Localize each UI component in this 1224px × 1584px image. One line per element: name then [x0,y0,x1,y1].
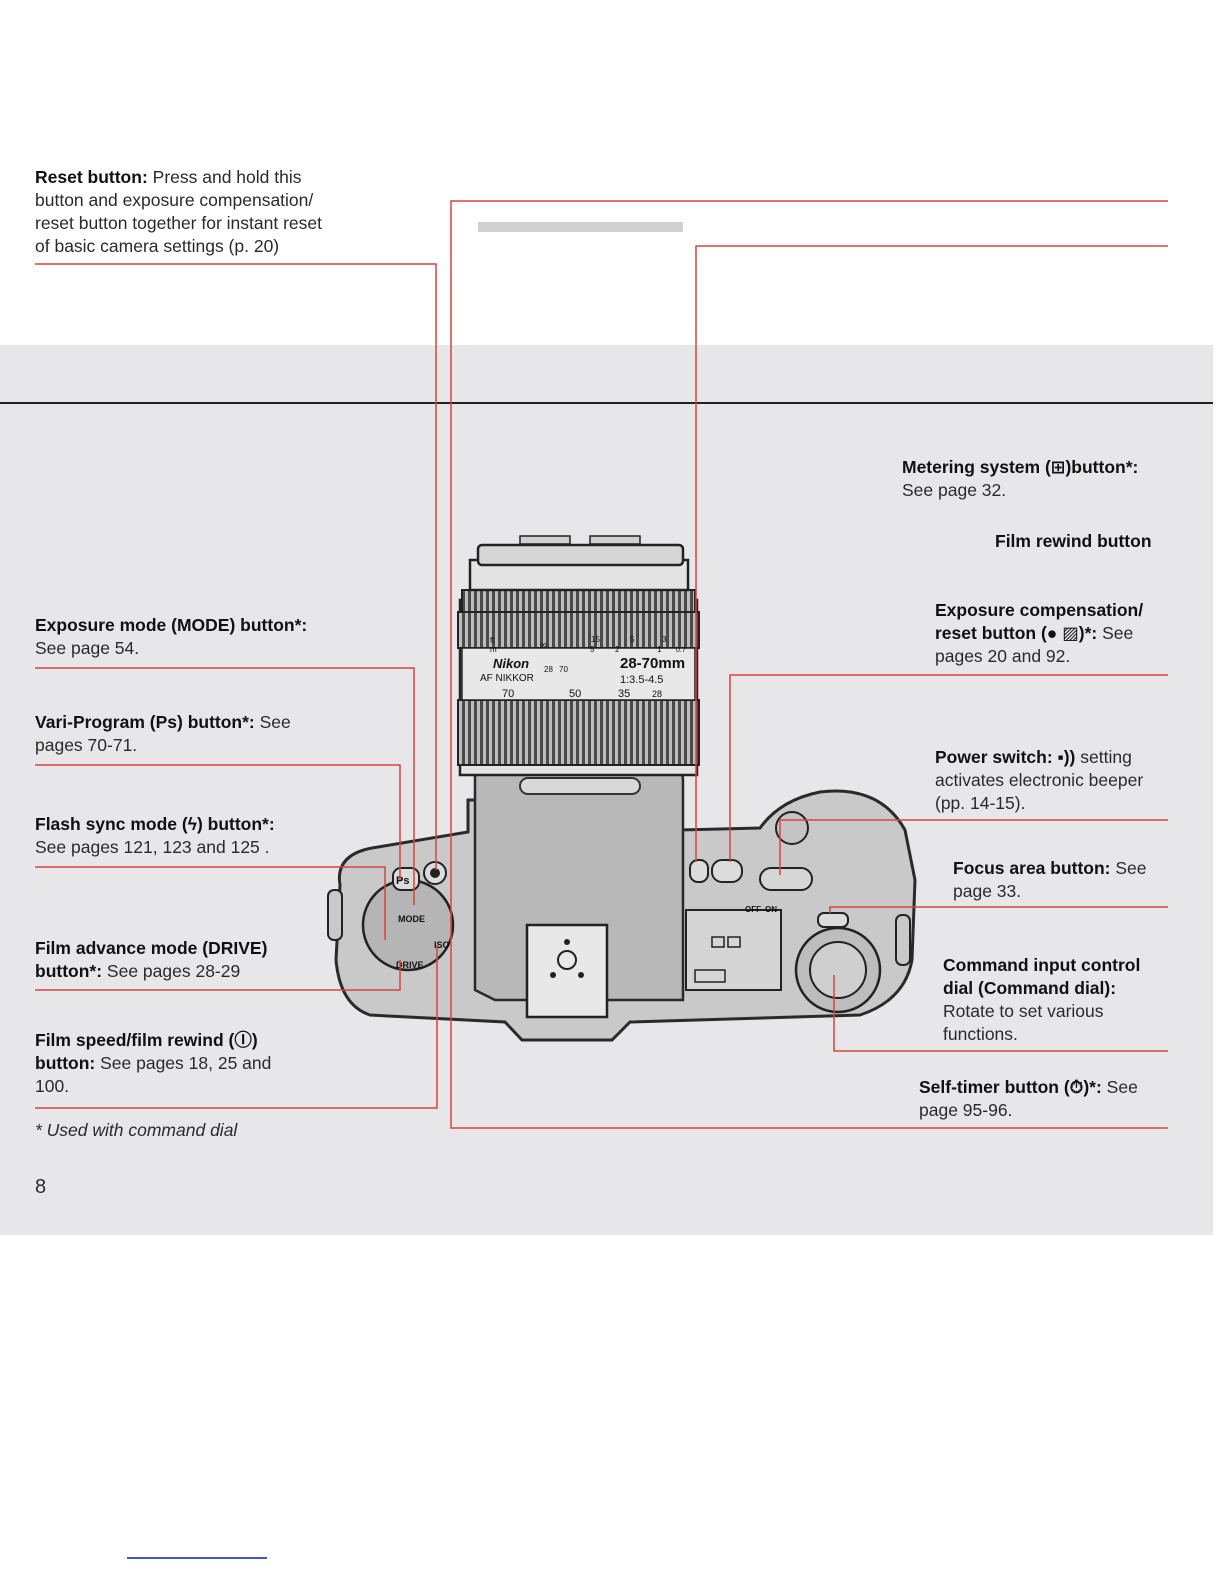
label-text: See [1110,858,1147,878]
distance-0-7: 0.7 [676,647,686,654]
footnote: * Used with command dial [35,1120,238,1140]
label-title: Film advance mode (DRIVE) [35,938,268,958]
label-text: See pages 121, 123 and 125 . [35,837,270,857]
lens-aperture: 1:3.5-4.5 [620,674,663,686]
depth-mark-28: 28 [544,665,553,674]
distance-15: 15 [591,635,600,644]
ps-button-text: Ps [396,875,409,887]
label-text: page 95-96. [919,1100,1013,1120]
label-ps-button: Vari-Program (Ps) button*: See pages 70-… [35,711,395,757]
label-expcomp-button: Exposure compensation/ reset button (● ▨… [935,599,1195,668]
label-selftimer-button: Self-timer button (⏱)*: See page 95-96. [919,1076,1189,1122]
power-on-text: ON [765,905,777,914]
label-text: button and exposure compensation/ [35,190,314,210]
label-text: of basic camera settings (p. 20) [35,236,280,256]
label-title-2: reset button (● ▨)*: [935,623,1098,643]
distance-2: 2 [615,645,620,654]
label-text: functions. [943,1024,1018,1044]
label-text: reset button together for instant reset [35,213,322,233]
label-text: Press and hold this [147,167,302,187]
label-title: Flash sync mode (ϟ) button*: [35,814,275,834]
distance-infinity: ∞ [540,640,547,651]
distance-unit-m: m [490,645,497,654]
label-text: See [1097,623,1134,643]
label-title-2: dial (Command dial): [943,978,1117,998]
drive-button-text: DRIVE [396,960,424,970]
depth-mark-70: 70 [559,665,568,674]
label-text: Rotate to set various [943,1001,1104,1021]
label-text: (pp. 14-15). [935,793,1026,813]
label-drive-button: Film advance mode (DRIVE) button*: See p… [35,937,395,983]
page-number: 8 [35,1176,47,1198]
distance-3: 3 [662,635,667,644]
zoom-mark-50: 50 [569,688,581,700]
label-text: setting [1075,747,1132,767]
label-text: page 33. [953,881,1022,901]
label-text: See page 54. [35,638,140,658]
label-title: Focus area button: [953,858,1111,878]
label-title: Metering system (⊞)button*: [902,457,1139,477]
label-power-switch: Power switch: ▪)) setting activates elec… [935,746,1195,815]
label-rewind-button: Film rewind button [995,530,1195,553]
iso-button-text: ISO [434,940,450,950]
zoom-mark-28: 28 [652,689,662,699]
distance-5-ft: 5 [630,635,635,644]
distance-5-m: 5 [590,645,595,654]
lens-model: AF NIKKOR [480,673,534,684]
label-title-2: button*: [35,961,103,981]
label-title: Film speed/film rewind (Ⓘ) [35,1030,258,1050]
label-mode-button: Exposure mode (MODE) button*: See page 5… [35,614,395,660]
label-command-dial: Command input control dial (Command dial… [943,954,1193,1046]
label-text: pages 70-71. [35,735,138,755]
label-title: Command input control [943,955,1141,975]
label-reset-button: Reset button: Press and hold this button… [35,166,395,258]
label-title: Reset button: [35,167,148,187]
power-off-text: OFF [745,905,761,914]
zoom-mark-70: 70 [502,688,514,700]
label-text: pages 20 and 92. [935,646,1071,666]
bottom-link-underline[interactable] [127,1557,267,1559]
label-title-2: button: [35,1053,96,1073]
label-title: Exposure mode (MODE) button*: [35,615,308,635]
label-title: Self-timer button (⏱)*: [919,1077,1102,1097]
label-flash-button: Flash sync mode (ϟ) button*: See pages 1… [35,813,395,859]
lens-brand: Nikon [493,656,529,671]
label-title: Power switch: ▪)) [935,747,1076,767]
mode-button-text: MODE [398,914,425,924]
header-rule [0,402,1213,404]
label-text: See page 32. [902,480,1007,500]
lens-focal: 28-70mm [620,655,685,672]
label-title: Vari-Program (Ps) button*: [35,712,255,732]
distance-1: 1 [657,645,662,654]
distance-unit-ft: ft [490,636,495,645]
label-focus-button: Focus area button: See page 33. [953,857,1193,903]
label-text: See pages 28-29 [102,961,241,981]
label-text: activates electronic beeper [935,770,1144,790]
label-title: Film rewind button [995,531,1152,551]
label-text: See [1101,1077,1138,1097]
label-metering-button: Metering system (⊞)button*: See page 32. [902,456,1202,502]
zoom-mark-35: 35 [618,688,630,700]
label-text: See [254,712,291,732]
label-title: Exposure compensation/ [935,600,1144,620]
label-text: 100. [35,1076,70,1096]
label-iso-button: Film speed/film rewind (Ⓘ) button: See p… [35,1029,395,1098]
label-text: See pages 18, 25 and [95,1053,272,1073]
